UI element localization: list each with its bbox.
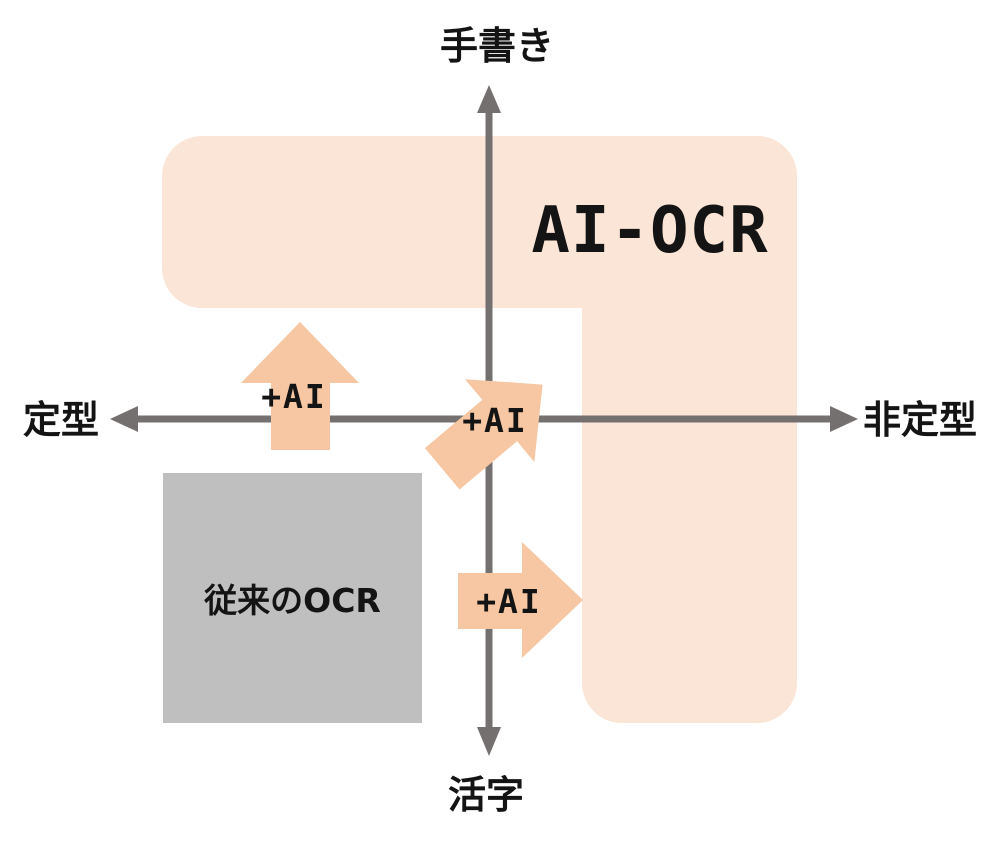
legacy-ocr-label: 従来のOCR	[204, 581, 381, 620]
axis-arrowhead-down-icon	[477, 727, 501, 756]
plus-ai-label-diagonal: +AI	[462, 401, 528, 440]
diagonal-block-arrow-icon	[424, 379, 543, 490]
plus-ai-label-up: +AI	[261, 377, 327, 416]
up-block-arrow-icon	[241, 322, 359, 450]
axis-arrowhead-up-icon	[477, 85, 501, 113]
ai-ocr-region	[162, 136, 797, 723]
axis-label-left: 定型	[22, 398, 99, 442]
legacy-ocr-box: 従来のOCR	[163, 473, 422, 723]
right-block-arrow-icon	[458, 542, 583, 658]
axis-label-bottom: 活字	[447, 773, 524, 817]
axis-label-top: 手書き	[439, 24, 554, 68]
plus-ai-label-right: +AI	[476, 582, 542, 621]
axis-label-right: 非定型	[862, 398, 977, 442]
axis-arrowhead-right-icon	[830, 406, 858, 432]
axis-arrowhead-left-icon	[110, 406, 138, 432]
ai-ocr-region-label: AI-OCR	[531, 194, 769, 268]
